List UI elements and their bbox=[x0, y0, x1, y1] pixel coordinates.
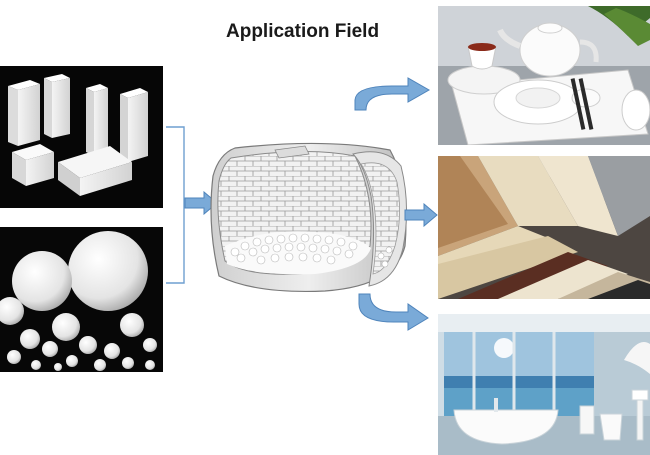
curved-arrow-down-icon bbox=[358, 293, 429, 331]
ceramic-tableware-photo bbox=[438, 6, 650, 145]
diagram-title: Application Field bbox=[226, 21, 380, 42]
alumina-grinding-balls-photo bbox=[0, 227, 163, 372]
straight-arrow-icon bbox=[404, 203, 438, 227]
curved-arrow-up-icon bbox=[354, 77, 431, 111]
alumina-bricks-photo bbox=[0, 66, 163, 208]
ball-mill-lining-cutaway bbox=[210, 142, 408, 292]
input-bracket bbox=[166, 126, 185, 284]
ceramic-floor-tiles-photo bbox=[438, 156, 650, 299]
sanitary-ware-bathroom-photo bbox=[438, 314, 650, 455]
